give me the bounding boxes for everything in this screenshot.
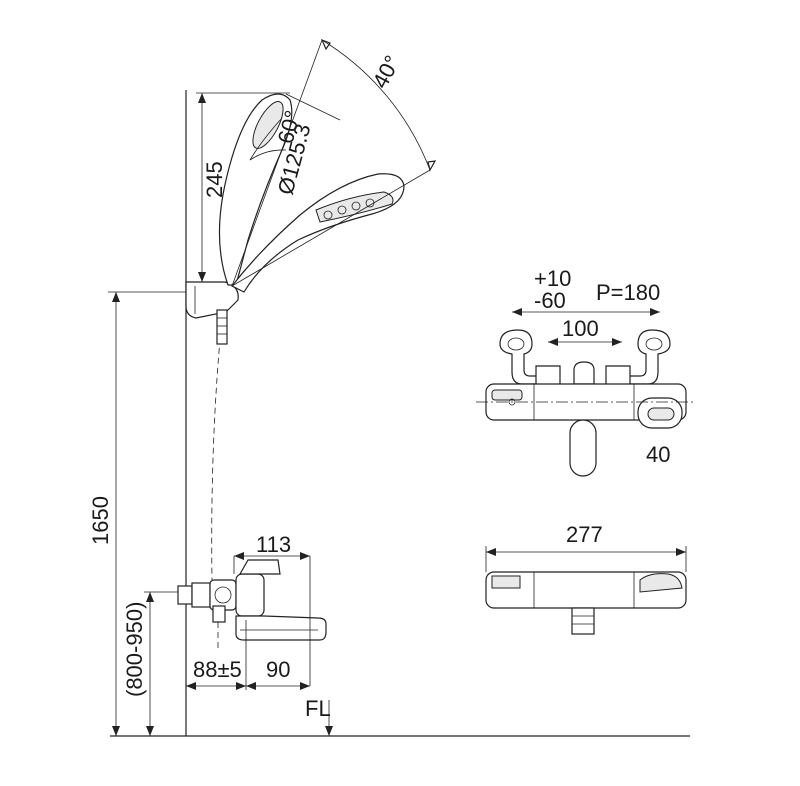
angle-arc-40 xyxy=(231,38,437,287)
mixer-top-view xyxy=(476,329,696,477)
shower-holder xyxy=(185,281,239,319)
tolerance-minus-label: -60 xyxy=(534,288,566,313)
dim-pitch-line xyxy=(512,308,660,316)
angle-arc-60 xyxy=(249,149,287,161)
body-width-label: 277 xyxy=(566,522,603,547)
mixer-front-view xyxy=(485,571,687,635)
handshower-height-label: 245 xyxy=(202,161,227,198)
dim-1650-line xyxy=(108,291,186,736)
spout-reach-label: 90 xyxy=(266,657,290,682)
floor-level-label: FL xyxy=(305,696,331,721)
dim-277-line xyxy=(485,546,687,572)
dim-100-line xyxy=(548,338,622,346)
tolerance-plus-label: +10 xyxy=(534,266,571,291)
floor-level-marker xyxy=(325,700,333,736)
handle-offset-label: 40 xyxy=(646,442,670,467)
wall-offset-label: 88±5 xyxy=(193,657,242,682)
dim-113-line xyxy=(233,552,311,686)
dim-245-line xyxy=(196,92,290,283)
hand-shower-tilted xyxy=(231,173,405,293)
pitch-label: P=180 xyxy=(596,280,660,305)
mixer-side-view xyxy=(177,559,327,650)
mount-height-label: (800-950) xyxy=(122,602,147,697)
dim-88-90-line xyxy=(186,620,310,690)
total-height-label: 1650 xyxy=(88,496,113,545)
spout-projection-label: 113 xyxy=(256,532,291,557)
angle-40-label: 40° xyxy=(367,51,405,92)
head-diameter-line xyxy=(285,93,341,121)
dim-mount-line xyxy=(144,591,190,736)
hand-shower-upright xyxy=(218,93,293,286)
center-distance-label: 100 xyxy=(562,316,599,341)
shower-hose xyxy=(211,309,228,581)
